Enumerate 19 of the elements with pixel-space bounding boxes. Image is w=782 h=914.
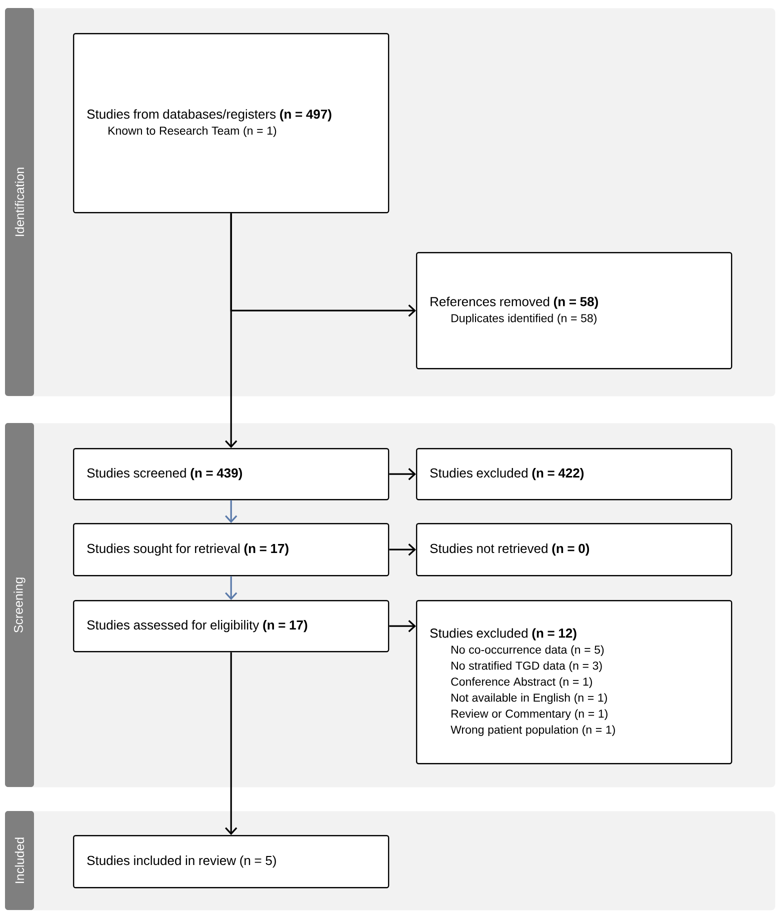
arrow — [389, 468, 416, 480]
process-box: Studies excluded (n = 422) — [416, 448, 732, 500]
process-box: Studies included in review (n = 5) — [73, 835, 390, 888]
arrow — [389, 544, 416, 556]
process-box: Studies assessed for eligibility (n = 17) — [73, 600, 390, 652]
process-box: Studies screened (n = 439) — [73, 448, 390, 500]
process-box: Studies from databases/registers (n = 497) Known to Research Team (n = 1) — [73, 33, 390, 214]
arrow — [225, 500, 238, 523]
arrow — [230, 213, 416, 317]
arrow — [225, 576, 238, 600]
phase-tab: Screening — [5, 423, 34, 787]
phase-tab: Included — [5, 811, 34, 910]
process-box: Studies excluded (n = 12) No co-occurrence data (n = 5) No stratified TGD data (n = 3) Conference Abstract (n = 1) Not available in English (n = 1) Review or Commentary (n = 1) Wrong patient population (n = 1) — [416, 600, 732, 764]
phase-tab: Identification — [5, 8, 34, 396]
process-box: Studies sought for retrieval (n = 17) — [73, 523, 390, 576]
arrow — [225, 652, 238, 835]
process-box: Studies not retrieved (n = 0) — [416, 523, 732, 576]
process-box: References removed (n = 58) Duplicates identified (n = 58) — [416, 252, 732, 370]
arrow — [389, 620, 416, 632]
